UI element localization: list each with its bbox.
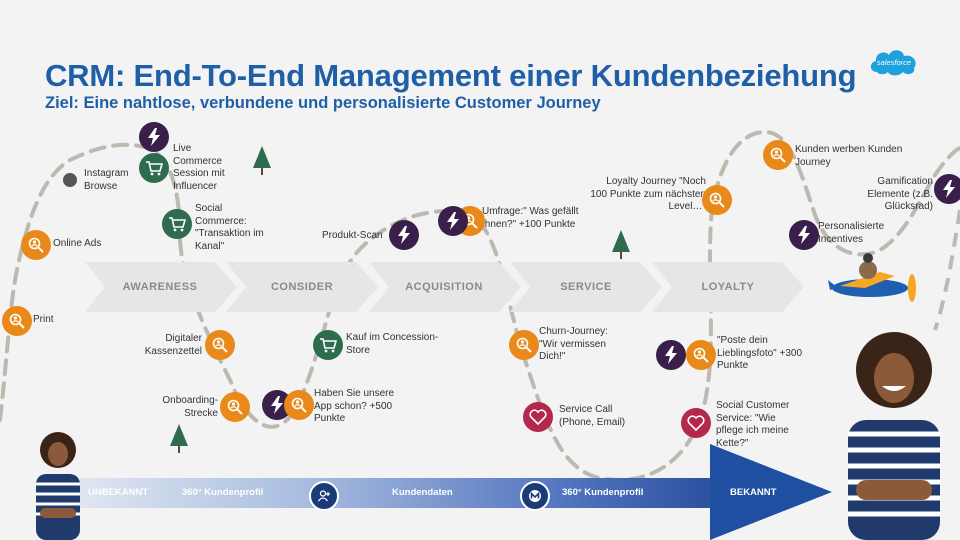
lightning-icon — [139, 122, 169, 152]
stage-loyalty: LOYALTY — [701, 281, 755, 293]
touchpoint-instagram: Instagram Browse — [84, 168, 129, 192]
touchpoint-digitaler-kassenzettel: Digitaler Kassenzettel — [144, 333, 202, 357]
stage-awareness: AWARENESS — [122, 281, 198, 293]
chevron-acquisition — [369, 262, 521, 312]
shopping-cart-icon — [139, 153, 169, 183]
magnifier-person-icon — [2, 306, 32, 336]
magnifier-person-icon — [21, 230, 51, 260]
label-kundenprofil-right: 360° Kundenprofil — [562, 487, 644, 498]
magnifier-person-icon — [509, 330, 539, 360]
label-bekannt: BEKANNT — [730, 487, 777, 498]
touchpoint-live-commerce: Live Commerce Session mit Influencer — [173, 143, 225, 192]
tree-icon — [612, 230, 630, 259]
touchpoint-churn-journey: Churn-Journey: "Wir vermissen Dich!" — [539, 326, 608, 362]
label-unbekannt: UNBEKANNT — [88, 487, 149, 498]
shopping-cart-icon — [313, 330, 343, 360]
stage-acquisition: ACQUISITION — [405, 281, 483, 293]
mulesoft-icon — [520, 481, 550, 511]
salesforce-logo: salesforce — [870, 50, 916, 76]
airplane-mascot-icon — [828, 253, 916, 302]
chevron-consider — [226, 262, 378, 312]
lightning-icon — [438, 206, 468, 236]
touchpoint-service-call: Service Call (Phone, Email) — [559, 404, 626, 428]
dot-icon — [63, 173, 77, 187]
magnifier-person-icon — [763, 140, 793, 170]
touchpoint-poste-dein: "Poste dein Lieblingsfoto" +300 Punkte — [717, 335, 803, 371]
label-kundenprofil-left: 360° Kundenprofil — [182, 487, 264, 498]
touchpoint-online-ads: Online Ads — [53, 238, 102, 249]
magnifier-person-icon — [702, 185, 732, 215]
page-title: CRM: End-To-End Management einer Kundenb… — [45, 58, 857, 93]
touchpoint-personalisierte: Personalisierte Incentives — [818, 221, 885, 245]
touchpoint-produkt-scan: Produkt-Scan — [322, 230, 383, 241]
chevron-service — [510, 262, 662, 312]
stage-service: SERVICE — [560, 281, 612, 293]
customer-data-arrow — [80, 444, 832, 540]
chevron-awareness — [85, 262, 237, 312]
touchpoint-print: Print — [33, 314, 54, 325]
touchpoint-loyalty-journey: Loyalty Journey "Noch 100 Punkte zum näc… — [590, 176, 706, 212]
touchpoint-social-commerce: Social Commerce: "Transaktion im Kanal" — [195, 203, 264, 252]
stage-consider: CONSIDER — [270, 281, 334, 293]
customer-avatar-right — [848, 332, 940, 540]
magnifier-person-icon — [284, 390, 314, 420]
magnifier-person-icon — [220, 392, 250, 422]
touchpoint-onboarding: Onboarding-Strecke — [162, 395, 218, 419]
tree-icon — [170, 424, 188, 453]
touchpoint-kauf-concession: Kauf im Concession-Store — [346, 332, 439, 356]
heart-icon — [523, 402, 553, 432]
magnifier-person-icon — [686, 340, 716, 370]
magnifier-person-icon — [205, 330, 235, 360]
tree-icon — [253, 146, 271, 175]
touchpoint-umfrage: Umfrage:" Was gefällt Ihnen?" +100 Punkt… — [482, 206, 579, 230]
add-user-icon — [309, 481, 339, 511]
page-subtitle: Ziel: Eine nahtlose, verbundene und pers… — [45, 94, 601, 112]
touchpoint-gamification: Gamification Elemente (z.B. Glücksrad) — [867, 176, 933, 212]
lightning-icon — [656, 340, 686, 370]
lightning-icon — [934, 174, 960, 204]
shopping-cart-icon — [162, 209, 192, 239]
svg-text:salesforce: salesforce — [877, 58, 911, 67]
customer-avatar-left — [36, 432, 80, 540]
heart-icon — [681, 408, 711, 438]
lightning-icon — [789, 220, 819, 250]
touchpoint-social-customer-service: Social Customer Service: "Wie pflege ich… — [716, 400, 790, 449]
touchpoint-kunden-werben: Kunden werben Kunden Journey — [795, 144, 903, 168]
touchpoint-haben-sie-app: Haben Sie unsere App schon? +500 Punkte — [314, 388, 395, 424]
label-kundendaten: Kundendaten — [392, 487, 453, 498]
chevron-loyalty — [652, 262, 804, 312]
lightning-icon — [389, 220, 419, 250]
